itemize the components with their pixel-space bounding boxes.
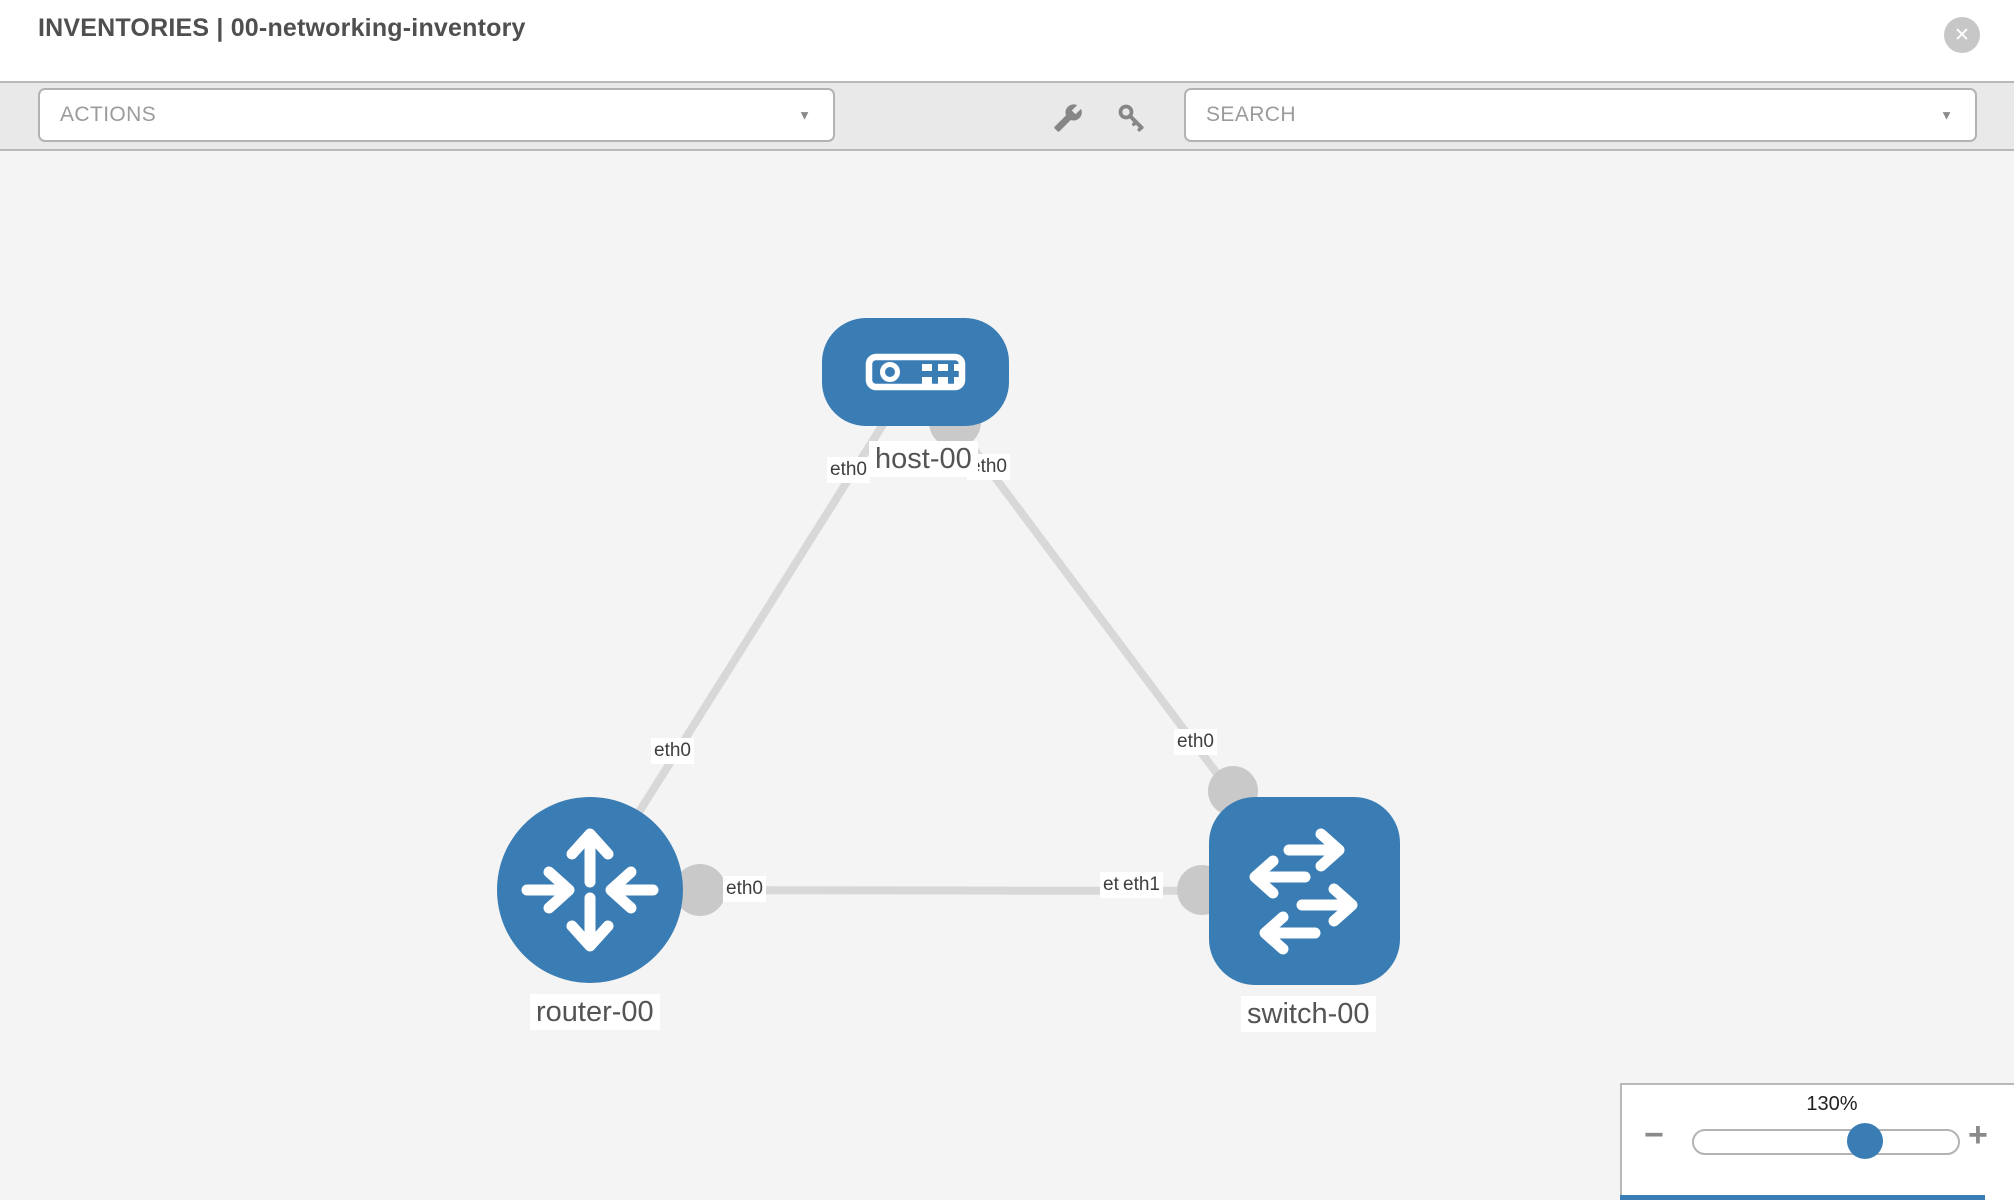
iface-label-router-link-eth0: eth0 xyxy=(651,738,694,764)
topology-canvas[interactable] xyxy=(0,151,2014,1200)
iface-label-router-eth0: eth0 xyxy=(723,876,766,902)
zoom-level-value: 130% xyxy=(1806,1093,1858,1115)
zoom-out-button[interactable]: − xyxy=(1644,1118,1664,1152)
minus-icon: − xyxy=(1644,1116,1664,1154)
chevron-down-icon: ▼ xyxy=(1940,107,1953,123)
credentials-button[interactable] xyxy=(1112,98,1152,138)
page-title: INVENTORIES | 00-networking-inventory xyxy=(38,14,526,42)
node-label-switch-00: switch-00 xyxy=(1241,996,1376,1032)
configure-button[interactable] xyxy=(1048,98,1088,138)
search-dropdown-label: SEARCH xyxy=(1206,103,1296,126)
close-button[interactable]: ✕ xyxy=(1944,17,1980,53)
toolbar: ACTIONS ▼ SEARCH ▼ xyxy=(0,81,2014,151)
zoom-control-panel: 130% − + xyxy=(1620,1083,2014,1200)
router-icon xyxy=(521,828,659,952)
wrench-icon xyxy=(1054,104,1082,132)
key-icon xyxy=(1118,104,1144,132)
iface-label-host-eth0-left: eth0 xyxy=(827,457,870,483)
node-label-host-00: host-00 xyxy=(869,441,978,477)
zoom-slider-track[interactable] xyxy=(1692,1129,1960,1155)
header-bar: INVENTORIES | 00-networking-inventory ✕ xyxy=(0,0,2014,81)
bottom-accent-bar xyxy=(1620,1195,1985,1200)
search-dropdown[interactable]: SEARCH ▼ xyxy=(1184,88,1977,142)
host-icon xyxy=(865,353,966,391)
node-switch-00[interactable] xyxy=(1209,797,1400,985)
actions-dropdown-label: ACTIONS xyxy=(60,103,157,126)
node-host-00[interactable] xyxy=(822,318,1009,426)
plus-icon: + xyxy=(1968,1116,1988,1154)
chevron-down-icon: ▼ xyxy=(798,107,811,123)
actions-dropdown[interactable]: ACTIONS ▼ xyxy=(38,88,835,142)
zoom-in-button[interactable]: + xyxy=(1968,1118,1988,1152)
node-label-router-00: router-00 xyxy=(530,994,660,1030)
port-router-eth0[interactable] xyxy=(674,864,726,916)
close-icon: ✕ xyxy=(1954,24,1970,46)
iface-label-switch-eth0: eth0 xyxy=(1174,729,1217,755)
zoom-slider-thumb[interactable] xyxy=(1847,1123,1883,1159)
iface-label-switch-eth1: eth1 xyxy=(1120,872,1163,898)
node-router-00[interactable] xyxy=(497,797,683,983)
switch-icon xyxy=(1249,828,1358,955)
